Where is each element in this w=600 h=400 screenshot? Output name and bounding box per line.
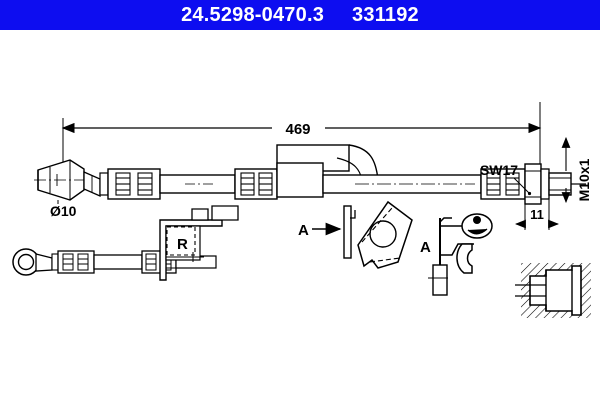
length-dimension-label: 469: [285, 121, 310, 138]
assembly-drawing-svg: 469 Ø10: [12, 102, 592, 318]
thread-spec-dimension: M10x1: [561, 136, 592, 204]
thread-length-label: 11: [530, 207, 544, 222]
title-banner-content: 24.5298-0470.3 331192: [0, 0, 600, 30]
hose-body-right: [322, 174, 482, 194]
part-number-label: 24.5298-0470.3: [181, 4, 325, 26]
thread-length-dimension: 11: [514, 197, 560, 230]
hose-body-left: [159, 174, 236, 194]
hex-size-callout: SW17: [480, 162, 532, 196]
view-arrow-a-left-label: A: [298, 222, 309, 239]
hex-size-label: SW17: [480, 162, 518, 178]
left-crimp-ferrule: [99, 168, 161, 200]
retainer-clip-detail: [428, 213, 493, 296]
lower-crimp-left: [51, 250, 95, 274]
main-hose-assembly: Ø10: [34, 136, 592, 230]
length-dimension-group: 469: [61, 102, 542, 170]
bracket-mark-label: R: [177, 236, 188, 253]
left-end-fitting: Ø10: [34, 159, 101, 219]
r-bracket-detail: R: [159, 205, 239, 281]
lower-hose-body: [93, 254, 143, 270]
left-fitting-diameter-label: Ø10: [50, 203, 77, 219]
right-crimp-ferrule: [480, 168, 526, 200]
view-arrow-a-left: A: [298, 222, 342, 239]
mid-crimp-ferrule: [234, 168, 278, 200]
reference-number-label: 331192: [352, 4, 419, 26]
lower-hose-detail-view: [12, 248, 217, 276]
section-detail-hatched: [515, 263, 591, 318]
bracket-plate-view-a: [343, 200, 413, 269]
hose-bracket-block: [276, 144, 379, 198]
view-arrow-a-right: A: [420, 239, 431, 256]
thread-spec-label: M10x1: [576, 158, 592, 201]
title-banner: 24.5298-0470.3 331192: [0, 0, 600, 30]
bracket-tabs: [191, 205, 239, 221]
technical-drawing-area: 469 Ø10: [0, 30, 600, 400]
view-arrow-a-right-label: A: [420, 239, 431, 256]
banjo-eye-fitting: [12, 248, 53, 276]
